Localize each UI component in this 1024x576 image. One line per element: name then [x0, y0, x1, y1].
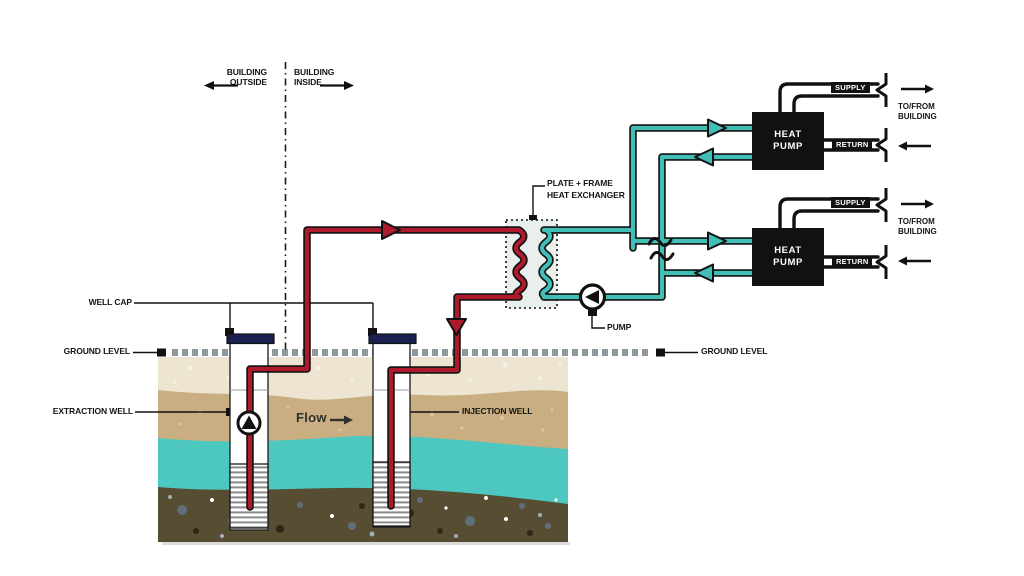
- ground-level-label-right: GROUND LEVEL: [701, 346, 768, 356]
- well-pump: [236, 410, 262, 436]
- from-building-arrow-2: [898, 256, 907, 266]
- cold-return-arrow-2: [694, 263, 714, 283]
- ground-level-line: [133, 348, 698, 357]
- from-building-arrow-1: [898, 141, 907, 151]
- extraction-well-cap: [226, 333, 275, 345]
- ground-level-label-left: GROUND LEVEL: [63, 346, 130, 356]
- heat-exchanger-marker: [529, 215, 537, 223]
- well-pump-triangle: [241, 415, 257, 429]
- cold-supply-arrow-1: [707, 118, 727, 138]
- injection-well-label: INJECTION WELL: [462, 406, 533, 416]
- return-label-1: RETURN: [832, 139, 873, 150]
- extraction-well-label: EXTRACTION WELL: [52, 406, 133, 416]
- pipe-crossing-break-1: [647, 237, 673, 247]
- building-flow-arrows: [898, 84, 934, 266]
- arrow-left-outside: [204, 81, 214, 90]
- supply-label-1: SUPPLY: [831, 82, 870, 93]
- underground-cross-section: [158, 357, 570, 545]
- well-cap-label: WELL CAP: [88, 297, 133, 307]
- injection-well-cap: [368, 333, 417, 345]
- to-building-arrow-2: [925, 199, 934, 209]
- hot-water-loop: [246, 220, 528, 511]
- pipe-crossing-break-2: [649, 251, 675, 261]
- hot-flow-arrow-down: [446, 318, 467, 336]
- label-pointers: [134, 185, 605, 413]
- hot-flow-arrow-right: [381, 220, 401, 240]
- well-caps: [226, 333, 417, 345]
- pump-label: PUMP: [607, 322, 632, 332]
- flow-arrow: [330, 415, 353, 425]
- circulation-pump: [578, 283, 607, 311]
- heat-pump-1: HEAT PUMP: [752, 112, 824, 170]
- hot-pipe: [247, 227, 527, 510]
- ground-level-marker-left: [157, 348, 166, 357]
- building-divider: [204, 62, 354, 352]
- pipe-break-symbols: [875, 73, 888, 279]
- cold-supply-arrow-2: [707, 231, 727, 251]
- supply-label-2: SUPPLY: [831, 197, 870, 208]
- heat-pump-2: HEAT PUMP: [752, 228, 824, 286]
- pump-marker: [588, 308, 597, 316]
- cold-water-loop: [538, 118, 764, 301]
- to-building-arrow-1: [925, 84, 934, 94]
- pump-direction-triangle: [585, 290, 599, 304]
- ground-level-marker-right: [656, 348, 665, 357]
- cold-return-arrow-1: [694, 147, 714, 167]
- arrow-right-inside: [344, 81, 354, 90]
- flow-label: Flow: [296, 410, 327, 425]
- return-label-2: RETURN: [832, 256, 873, 267]
